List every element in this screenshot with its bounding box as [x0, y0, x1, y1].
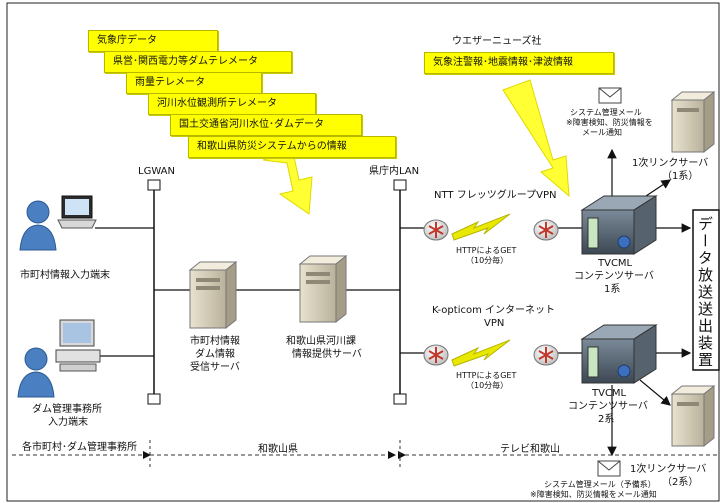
zone-label-municipal: 各市町村･ダム管理事務所	[22, 442, 137, 453]
data-source-box: 河川水位観測所テレメータ	[148, 93, 316, 115]
data-source-box: 国土交通省河川水位･ダムデータ	[170, 114, 362, 136]
broadcast-device-label: データ放送送出装置	[696, 216, 714, 369]
receive-server-label: 市町村情報	[190, 336, 240, 347]
dam-terminal-label: ダム管理事務所	[32, 404, 102, 415]
ntt-vpn-label: NTT フレッツグループVPN	[434, 190, 557, 201]
link1-server-label: 1次リンクサーバ	[632, 158, 709, 169]
tvcml1-label: コンテンツサーバ	[574, 271, 654, 282]
laptop-icon	[57, 195, 97, 229]
desktop-pc-icon	[55, 319, 101, 372]
rack-server-icon	[580, 195, 658, 255]
tvcml2-label: 2系	[598, 414, 615, 425]
kopti-vpn-label: K-opticom インターネット	[432, 305, 556, 316]
receive-server-label: 受信サーバ	[190, 362, 240, 373]
yellow-arrow-right	[502, 79, 570, 198]
tvcml1-label: 1系	[604, 284, 621, 295]
data-source-box: 県営･関西電力等ダムテレメータ	[104, 51, 292, 73]
dam-terminal-label: 入力端末	[48, 417, 88, 428]
person-icon	[19, 200, 57, 251]
lgwan-top-terminator	[147, 179, 161, 191]
tvcml2-to-link2-arrow	[639, 379, 671, 406]
mail-top-label: ※障害検知、防災情報を	[566, 118, 653, 127]
router-icon	[423, 219, 449, 241]
mail-top-label: システム管理メール	[570, 108, 642, 117]
tower-server-icon	[670, 384, 716, 448]
pref-lan-bottom-terminator	[393, 393, 407, 405]
router-icon	[533, 344, 559, 366]
tower-server-icon	[670, 90, 716, 154]
pref-lan-label: 県庁内LAN	[369, 166, 420, 177]
weathernews-company-label: ウエザーニューズ社	[452, 36, 542, 47]
zone-label-wakayama: 和歌山県	[258, 444, 298, 455]
kopti-vpn-label: VPN	[484, 318, 505, 329]
tvcml1-label: TVCML	[598, 258, 633, 269]
lightning-icon	[451, 339, 511, 367]
person-icon	[17, 347, 55, 398]
lightning-icon	[451, 213, 511, 241]
router-icon	[423, 344, 449, 366]
tower-server-icon	[188, 260, 238, 330]
tvcml2-label: TVCML	[592, 388, 627, 399]
provide-server-label: 和歌山県河川課	[286, 336, 356, 347]
tower-server-icon	[298, 254, 348, 324]
mail-envelope-icon	[597, 460, 621, 477]
pref-lan-top-terminator	[393, 179, 407, 191]
municipal-terminal-label: 市町村情報入力端末	[20, 270, 110, 281]
lgwan-bottom-terminator	[147, 393, 161, 405]
data-source-box: 気象庁データ	[88, 30, 218, 52]
data-source-box: 和歌山県防災システムからの情報	[188, 136, 396, 158]
lgwan-label: LGWAN	[138, 166, 175, 177]
receive-server-label: ダム情報	[195, 349, 235, 360]
http-get-interval-label: （10分毎）	[466, 381, 509, 390]
mail-bottom-label: システム管理メール（予備系）	[544, 480, 656, 489]
zone-label-tv-wakayama: テレビ和歌山	[500, 444, 560, 455]
http-get-interval-label: （10分毎）	[466, 256, 509, 265]
mail-top-label: メール通知	[582, 128, 622, 137]
mail-envelope-icon	[598, 87, 622, 104]
http-get-label: HTTPによるGET	[456, 246, 517, 255]
link2-server-label: 1次リンクサーバ	[630, 464, 707, 475]
mail-bottom-label: ※障害検知、防災情報をメール通知	[530, 490, 657, 499]
http-get-label: HTTPによるGET	[456, 371, 517, 380]
yellow-arrow-left	[262, 151, 313, 215]
link1-server-label: （1系）	[662, 171, 699, 182]
tvcml2-label: コンテンツサーバ	[568, 401, 648, 412]
rack-server-icon	[580, 324, 658, 384]
data-source-box: 雨量テレメータ	[126, 72, 262, 94]
link2-server-label: （2系）	[662, 477, 699, 488]
provide-server-label: 情報提供サーバ	[292, 349, 362, 360]
router-icon	[533, 219, 559, 241]
weathernews-info-box: 気象注警報･地震情報･津波情報	[424, 52, 614, 74]
broadcast-device-box	[692, 209, 720, 371]
